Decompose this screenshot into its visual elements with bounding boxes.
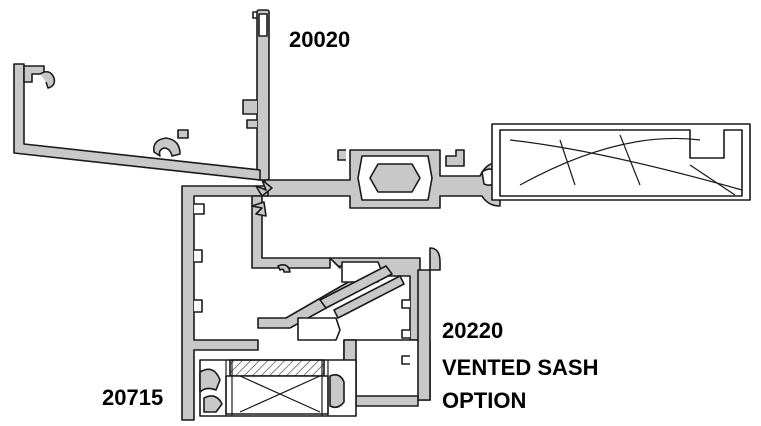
head-mullion [264,149,501,209]
callout-option: OPTION [442,388,526,413]
frame-left-hook [13,63,261,181]
profile-group [13,9,751,421]
thermal-break-web [257,257,421,341]
callout-20020: 20020 [289,27,350,52]
vented-sash-20220 [343,247,441,407]
gasket-fins [251,179,273,217]
glazing-unit-right [491,123,751,201]
frame-outer-20715 [181,185,269,421]
callout-vented-sash: VENTED SASH [442,355,598,380]
fin-20020 [242,9,270,181]
callout-20715: 20715 [102,385,163,410]
callout-20220: 20220 [442,318,503,343]
sash-bottom-glazing [199,359,357,417]
